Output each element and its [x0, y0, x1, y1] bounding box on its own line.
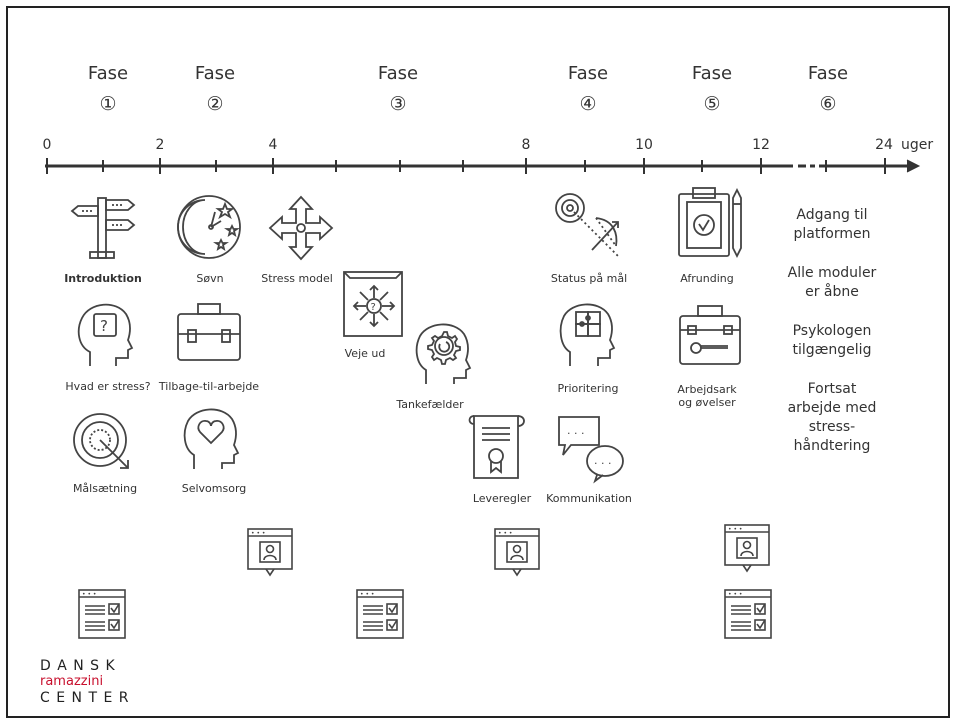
note-line: håndtering [793, 438, 871, 454]
timeline-axis [45, 158, 921, 174]
note-continued-work: Fortsat arbejde med stress- håndtering [762, 380, 902, 456]
svg-text:• • •: • • • [728, 526, 742, 533]
note-line: er åbne [805, 284, 859, 300]
video-window-icon: • • • [493, 527, 541, 579]
tick-label-2: 2 [155, 137, 165, 153]
module-stress-model: Stress model [261, 272, 333, 285]
head-puzzle-icon [556, 298, 620, 368]
scroll-map-icon: ? [338, 268, 408, 340]
note-line: arbejde med [787, 400, 877, 416]
phase-3-label: Fase [377, 63, 419, 84]
module-sovn: Søvn [196, 272, 224, 285]
phase-6-label: Fase [807, 63, 849, 84]
video-window-icon: • • • [723, 523, 771, 575]
note-line: Psykologen [792, 323, 872, 339]
note-line: Adgang til [796, 207, 868, 223]
module-tankefaelder: Tankefælder [396, 398, 464, 411]
note-access-platform: Adgang til platformen [762, 206, 902, 244]
phase-4-number: ④ [579, 93, 597, 115]
svg-text:. . .: . . . [567, 424, 584, 437]
tick-label-4: 4 [268, 137, 278, 153]
module-introduktion: Introduktion [64, 272, 142, 285]
video-window-icon: • • • [246, 527, 294, 579]
module-leveregler: Leveregler [472, 492, 532, 505]
svg-text:?: ? [100, 317, 108, 335]
checklist-window-icon: • • • [77, 588, 127, 640]
chat-bubbles-icon: . . . . . . [555, 413, 625, 484]
module-hvad-er-stress: Hvad er stress? [65, 380, 151, 393]
note-line: Fortsat [807, 381, 857, 397]
head-gear-icon [412, 318, 478, 386]
note-line: stress- [808, 419, 856, 435]
phase-4-label: Fase [567, 63, 609, 84]
phase-2-label: Fase [194, 63, 236, 84]
head-heart-icon [180, 405, 244, 471]
module-afrunding: Afrunding [680, 272, 734, 285]
clipboard-check-icon [675, 186, 747, 260]
note-psychologist-available: Psykologen tilgængelig [762, 322, 902, 360]
tick-label-12: 12 [752, 137, 770, 153]
phase-1-label: Fase [87, 63, 129, 84]
phase-6-number: ⑥ [819, 93, 837, 115]
toolbox-icon [676, 304, 744, 368]
svg-text:• • •: • • • [728, 591, 742, 598]
tick-label-24: 24 [875, 137, 893, 153]
note-line: Alle moduler [787, 265, 877, 281]
phase-3-number: ③ [389, 93, 407, 115]
svg-text:?: ? [371, 302, 376, 313]
phase-2-number: ② [206, 93, 224, 115]
svg-text:• • •: • • • [498, 530, 512, 537]
note-all-modules-open: Alle moduler er åbne [762, 264, 902, 302]
svg-text:• • •: • • • [82, 591, 96, 598]
module-tilbage-til-arbejde: Tilbage-til-arbejde [158, 380, 260, 393]
logo-text-ramazzini: ramazzini [40, 674, 104, 689]
timeline-unit: uger [901, 137, 934, 153]
target-icon [70, 410, 136, 476]
phase-1-number: ① [99, 93, 117, 115]
diagram-frame [6, 6, 950, 718]
logo-text-center: C E N T E R [40, 690, 130, 706]
moon-clock-icon [175, 192, 245, 262]
module-arbejdsark-line2: og øvelser [678, 396, 736, 409]
head-question-icon: ? [72, 300, 136, 368]
module-selvomsorg: Selvomsorg [181, 482, 247, 495]
tick-label-10: 10 [635, 137, 653, 153]
module-prioritering: Prioritering [557, 382, 619, 395]
note-line: tilgængelig [792, 342, 872, 358]
briefcase-icon [174, 300, 244, 366]
bow-target-icon [552, 190, 624, 262]
note-line: platformen [793, 226, 871, 242]
module-status-paa-maal: Status på mål [550, 272, 628, 285]
svg-text:• • •: • • • [251, 530, 265, 537]
phase-5-label: Fase [691, 63, 733, 84]
checklist-window-icon: • • • [723, 588, 773, 640]
tick-label-0: 0 [42, 137, 52, 153]
tick-label-8: 8 [521, 137, 531, 153]
signpost-icon [68, 192, 138, 262]
diploma-icon [466, 412, 532, 482]
four-arrows-icon [268, 195, 334, 261]
module-maalsaetning: Målsætning [72, 482, 138, 495]
checklist-window-icon: • • • [355, 588, 405, 640]
svg-text:. . .: . . . [594, 454, 611, 467]
module-kommunikation: Kommunikation [546, 492, 632, 505]
module-arbejdsark-line1: Arbejdsark [677, 383, 737, 396]
module-veje-ud: Veje ud [344, 347, 386, 360]
svg-text:• • •: • • • [360, 591, 374, 598]
logo-text-dansk: D A N S K [40, 658, 116, 674]
phase-5-number: ⑤ [703, 93, 721, 115]
